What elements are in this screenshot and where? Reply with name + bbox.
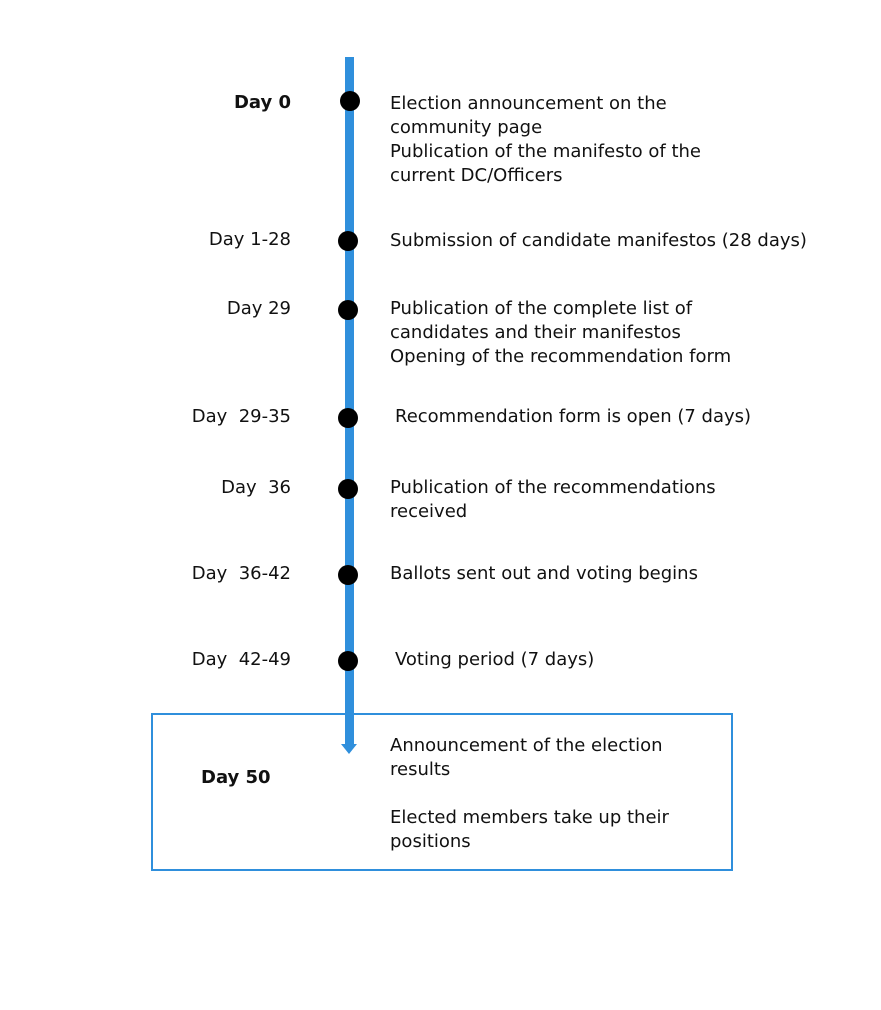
event-line: candidates and their manifestos <box>390 322 681 343</box>
event-day-1-28: Submission of candidate manifestos (28 d… <box>390 229 807 253</box>
event-line: Elected members take up their <box>390 807 669 828</box>
event-line: positions <box>390 831 471 852</box>
event-day-29-35: Recommendation form is open (7 days) <box>395 405 751 429</box>
day-label-day-0: Day 0 <box>233 92 291 113</box>
day-label-day-29: Day 29 <box>226 298 291 319</box>
timeline-line <box>345 57 354 745</box>
timeline-dot-day-42-49 <box>338 651 358 671</box>
day-label-day-36: Day 36 <box>221 477 291 498</box>
timeline-dot-day-1-28 <box>338 231 358 251</box>
day-label-day-1-28: Day 1-28 <box>208 229 291 250</box>
event-line: Submission of candidate manifestos (28 d… <box>390 230 807 251</box>
timeline-dot-day-36 <box>338 479 358 499</box>
event-line: Voting period (7 days) <box>395 649 595 670</box>
event-day-50-positions: Elected members take up their positions <box>390 806 669 854</box>
event-day-50-announcement: Announcement of the election results <box>390 734 663 782</box>
event-day-42-49: Voting period (7 days) <box>395 648 594 672</box>
event-line: Ballots sent out and voting begins <box>390 563 698 584</box>
event-line: Publication of the manifesto of the <box>390 141 702 162</box>
event-day-29: Publication of the complete list of cand… <box>390 297 731 369</box>
event-line: Publication of the recommendations <box>390 477 716 498</box>
timeline-dot-day-36-42 <box>338 565 358 585</box>
event-line: results <box>390 759 451 780</box>
day-label-day-50: Day 50 <box>201 767 271 788</box>
event-line: Announcement of the election <box>390 735 663 756</box>
event-line: received <box>390 501 468 522</box>
day-label-day-42-49: Day 42-49 <box>191 649 291 670</box>
event-line: Opening of the recommendation form <box>390 346 732 367</box>
final-day-box <box>151 713 733 871</box>
day-label-day-36-42: Day 36-42 <box>191 563 291 584</box>
event-day-0: Election announcement on the community p… <box>390 92 701 188</box>
timeline-arrow-head <box>341 744 357 754</box>
event-line: Publication of the complete list of <box>390 298 693 319</box>
event-line: Election announcement on the <box>390 93 667 114</box>
event-day-36: Publication of the recommendations recei… <box>390 476 716 524</box>
timeline-dot-day-0 <box>340 91 360 111</box>
event-day-36-42: Ballots sent out and voting begins <box>390 562 698 586</box>
event-line: current DC/Officers <box>390 165 563 186</box>
day-label-day-29-35: Day 29-35 <box>191 406 291 427</box>
event-line: community page <box>390 117 543 138</box>
timeline-dot-day-29 <box>338 300 358 320</box>
timeline-dot-day-29-35 <box>338 408 358 428</box>
event-line: Recommendation form is open (7 days) <box>395 406 752 427</box>
